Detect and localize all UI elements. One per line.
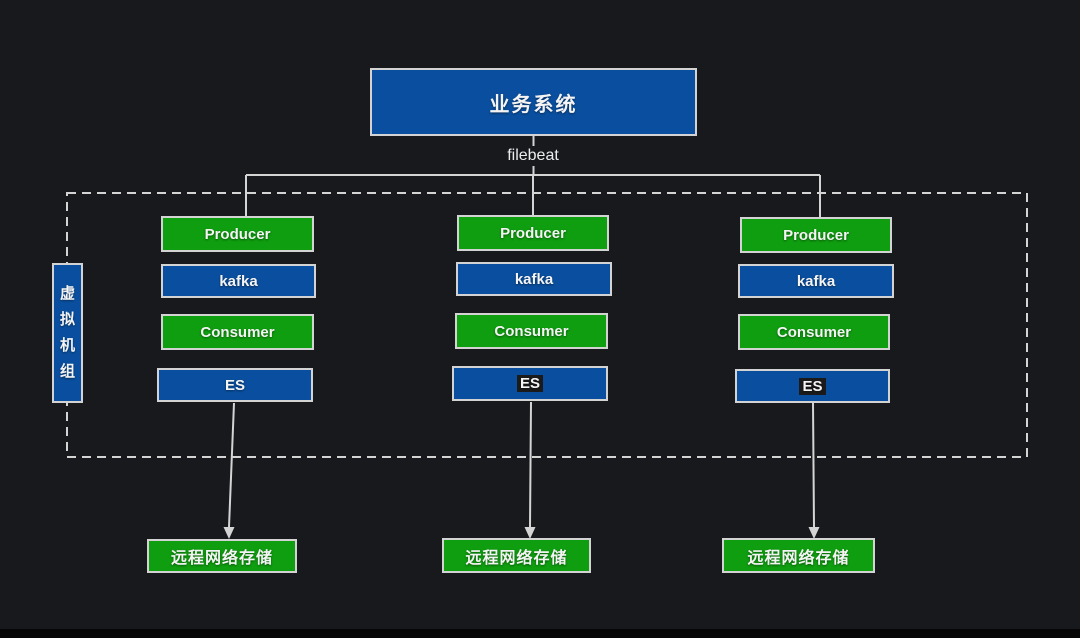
consumer-node: Consumer — [455, 313, 608, 349]
arrow-left-shaft — [228, 402, 235, 528]
business-system-node: 业务系统 — [370, 68, 697, 136]
es-node: ES — [735, 369, 890, 403]
remote-storage-node: 远程网络存储 — [147, 539, 297, 573]
es-node: ES — [452, 366, 608, 401]
remote-storage-node: 远程网络存储 — [722, 538, 875, 573]
arrow-right-shaft — [812, 402, 815, 528]
producer-node: Producer — [457, 215, 609, 251]
arrow-center-head — [524, 527, 536, 539]
vm-group-label: 虚拟机组 — [52, 263, 83, 403]
bottom-letterbox — [0, 629, 1080, 638]
arrow-right-head — [808, 527, 820, 539]
kafka-node: kafka — [738, 264, 894, 298]
es-label: ES — [224, 376, 245, 394]
remote-storage-node: 远程网络存储 — [442, 538, 591, 573]
es-label: ES — [799, 377, 826, 395]
producer-node: Producer — [740, 217, 892, 253]
es-node: ES — [157, 368, 313, 402]
kafka-node: kafka — [161, 264, 316, 298]
arrow-center-shaft — [529, 401, 532, 528]
filebeat-label: filebeat — [500, 146, 566, 166]
kafka-node: kafka — [456, 262, 612, 296]
consumer-node: Consumer — [161, 314, 314, 350]
arrow-left-head — [223, 527, 235, 539]
es-label: ES — [516, 375, 543, 392]
producer-node: Producer — [161, 216, 314, 252]
consumer-node: Consumer — [738, 314, 890, 350]
